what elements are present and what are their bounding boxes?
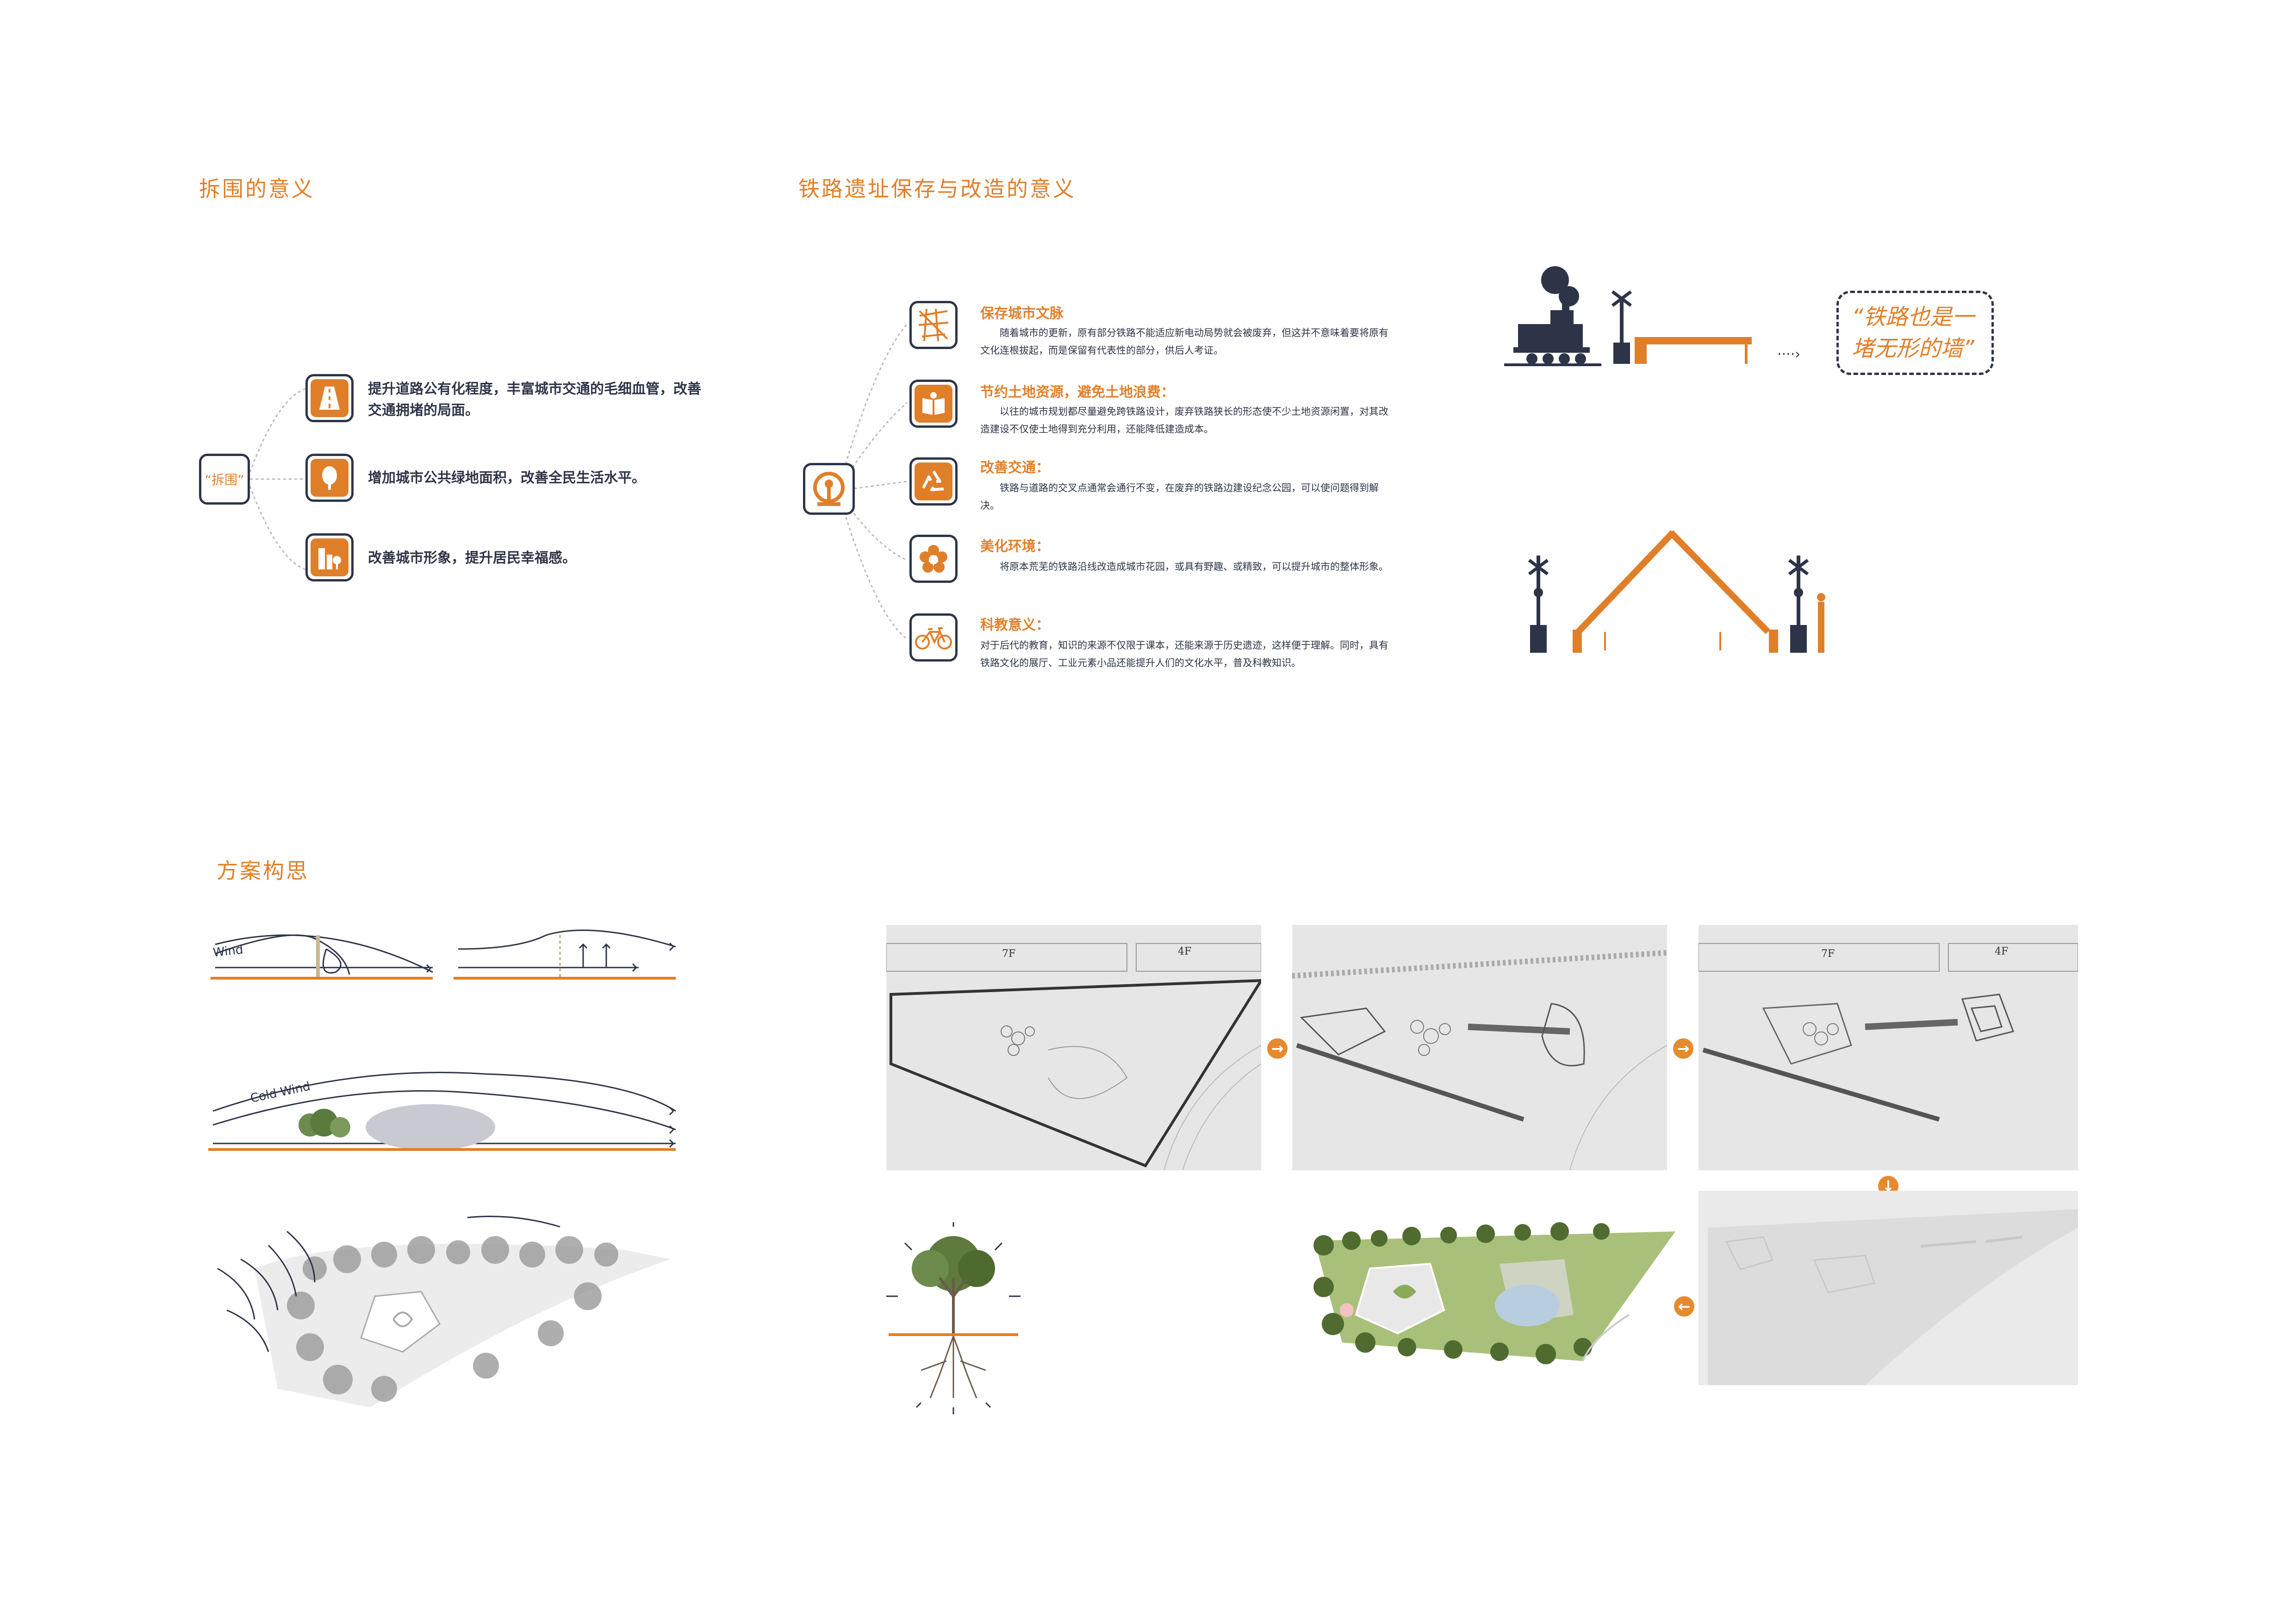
flower-icon-box — [909, 535, 958, 583]
section1-item-1-text: 提升道路公有化程度，丰富城市交通的毛细血管，改善交通拥堵的局面。 — [368, 381, 701, 418]
book-icon-box — [909, 380, 958, 428]
section2-title: 铁路遗址保存与改造的意义 — [798, 176, 1076, 201]
tree-roots-illustration — [886, 1222, 1020, 1414]
section3-title: 方案构思 — [217, 858, 309, 883]
book-icon — [922, 392, 945, 415]
slogan-callout: “铁路也是一堵无形的墙” — [1836, 291, 1994, 375]
section2-item-3-title: 改善交通： — [980, 460, 1050, 476]
site-plan-step-3: 7F 4F — [1699, 925, 2078, 1170]
train-crossing-illustration: ····› — [1504, 266, 1800, 366]
flow-arrow-right-1: → — [1267, 1038, 1288, 1059]
floor-label-4f: 4F — [1178, 946, 1192, 957]
railway-logo-icon — [813, 472, 845, 506]
recycle-icon-box — [909, 457, 958, 506]
cold-wind-diagram — [208, 1072, 676, 1151]
section2-item-4-text: 将原本荒芜的铁路沿线改造成城市花园，或具有野趣、或精致，可以提升城市的整体形象。 — [1000, 561, 1388, 572]
city-map-icon-box — [909, 301, 958, 349]
railway-logo-icon-box — [803, 463, 855, 515]
site-plan-step-3-drawing — [1699, 943, 2078, 1122]
section2-item-4-title: 美化环境： — [980, 538, 1050, 555]
recycle-icon — [922, 470, 944, 491]
floor-label-4f-b: 4F — [1995, 946, 2009, 957]
flower-icon — [920, 545, 947, 573]
section1-item-3-text: 改善城市形象，提升居民幸福感。 — [368, 550, 576, 566]
wind-diagram-open — [454, 929, 676, 980]
road-icon — [319, 387, 340, 410]
flow-arrow-left: ← — [1674, 1296, 1694, 1317]
section2-item-2-title: 节约土地资源，避免土地浪费： — [980, 384, 1175, 400]
slogan-text: “铁路也是一堵无形的墙” — [1852, 304, 1974, 362]
svg-text:····›: ····› — [1777, 346, 1800, 362]
rendered-site-plan — [1313, 1222, 1675, 1364]
section2-item-5-title: 科教意义： — [980, 617, 1050, 633]
section1-center-node: “拆围” — [199, 454, 250, 505]
site-plan-step-1-drawing — [886, 943, 1261, 1170]
site-plan-step-1: 7F 4F — [886, 925, 1261, 1170]
bicycle-icon-box — [909, 613, 958, 662]
section1-connector-lines — [249, 388, 306, 570]
section2-connector-lines — [837, 324, 908, 640]
site-plan-step-4 — [1699, 1191, 2078, 1385]
road-icon-box — [305, 374, 354, 422]
section2-item-1-title: 保存城市文脉 — [980, 306, 1064, 322]
site-plan-step-2-drawing — [1292, 950, 1667, 1170]
section2-item-5-text: 对于后代的教育，知识的来源不仅限于课本，还能来源于历史遗迹，这样便于理解。同时，… — [980, 640, 1388, 668]
flow-arrow-right-2: → — [1673, 1038, 1693, 1059]
bicycle-icon — [915, 627, 952, 650]
section1-center-label: “拆围” — [205, 472, 244, 487]
city-buildings-icon-box — [305, 533, 354, 581]
city-map-icon — [918, 308, 949, 342]
section2-item-3-text: 铁路与道路的交叉点通常会通行不变，在废弃的铁路边建设纪念公园，可以使问题得到解决… — [980, 482, 1379, 511]
site-tree-sketch — [217, 1216, 671, 1407]
floor-label-7f-b: 7F — [1821, 948, 1835, 960]
section2-item-1-text: 随着城市的更新，原有部分铁路不能适应新电动局势就会被废弃，但这并不意味着要将原有… — [980, 327, 1388, 356]
site-plan-step-4-drawing — [1708, 1209, 2078, 1385]
wind-diagram-wall — [211, 934, 433, 980]
crossing-gates-illustration — [1528, 530, 1825, 653]
tree-icon-box — [305, 454, 354, 502]
site-plan-step-2 — [1292, 925, 1667, 1170]
city-buildings-icon — [318, 548, 341, 569]
section1-item-2-text: 增加城市公共绿地面积，改善全民生活水平。 — [368, 470, 646, 486]
tree-icon — [322, 466, 337, 490]
floor-label-7f: 7F — [1002, 948, 1016, 960]
section1-title: 拆围的意义 — [199, 176, 315, 201]
section2-item-2-text: 以往的城市规划都尽量避免跨铁路设计，废弃铁路狭长的形态使不少土地资源闲置，对其改… — [980, 406, 1388, 435]
